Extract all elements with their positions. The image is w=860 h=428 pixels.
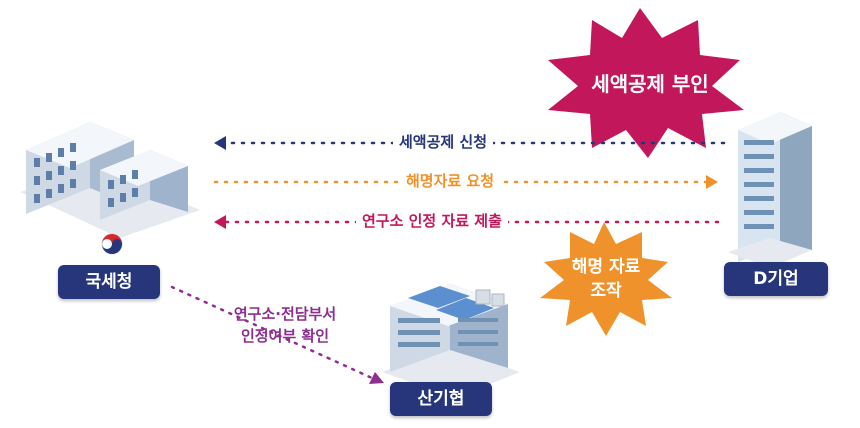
denial-burst-text: 세액공제 부인 xyxy=(591,72,709,96)
apply-arrowhead xyxy=(214,136,226,150)
government-emblem-icon xyxy=(101,233,123,255)
denial-burst-shape xyxy=(548,8,744,158)
manipulation-burst-text: 해명 자료 조작 xyxy=(548,255,664,303)
office-tower-icon xyxy=(728,112,812,268)
verify-note: 연구소·전담부서 인정여부 확인 xyxy=(200,303,370,347)
verify-arrowhead xyxy=(369,372,384,384)
request-arrowhead xyxy=(706,175,718,189)
submit-flow-label: 연구소 인정 자료 제출 xyxy=(356,210,508,231)
factory-icon xyxy=(382,284,520,398)
manipulation-line1: 해명 자료 xyxy=(571,257,641,277)
request-flow-label: 해명자료 요청 xyxy=(400,170,501,191)
manipulation-burst-shape xyxy=(540,222,672,336)
manipulation-line2: 조작 xyxy=(590,281,622,301)
verify-arrow-line xyxy=(170,285,374,380)
submit-arrowhead xyxy=(214,215,226,229)
company-badge: D기업 xyxy=(724,262,828,296)
nts-badge: 국세청 xyxy=(58,265,160,299)
apply-flow-label: 세액공제 신청 xyxy=(393,131,494,152)
verify-note-line2: 인정여부 확인 xyxy=(240,327,330,345)
verify-note-line1: 연구소·전담부서 xyxy=(233,305,337,323)
government-building-icon xyxy=(20,122,200,238)
kitla-badge: 산기협 xyxy=(390,382,492,416)
